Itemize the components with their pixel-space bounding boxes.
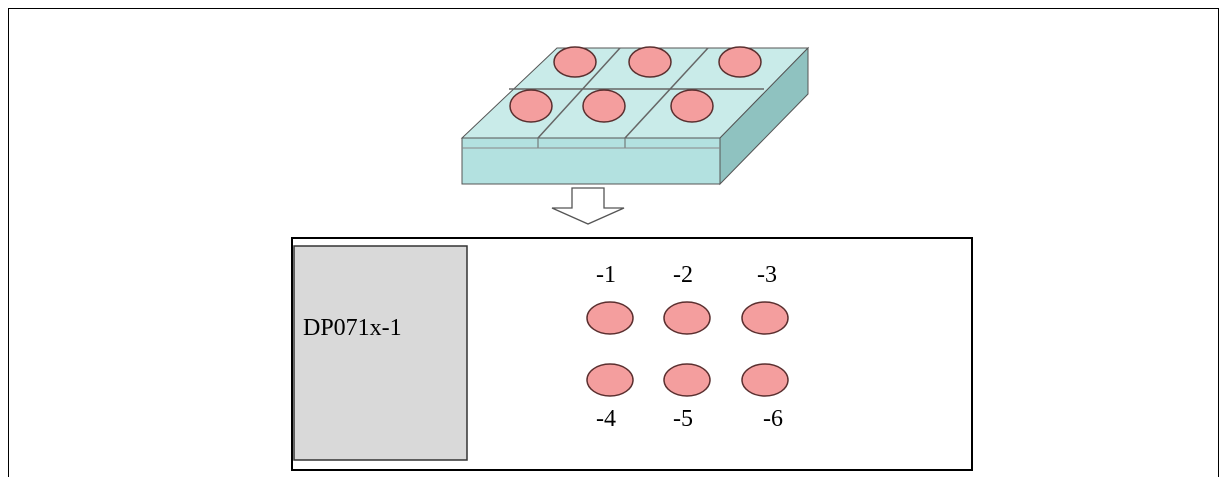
position-label-5: -5 bbox=[673, 406, 693, 432]
tray-divider-v2 bbox=[624, 47, 709, 139]
tray-well bbox=[553, 46, 597, 78]
tray-side-face bbox=[719, 46, 809, 186]
well bbox=[663, 301, 711, 335]
tray-well bbox=[670, 89, 714, 123]
position-label-6: -6 bbox=[763, 406, 783, 432]
label-box bbox=[293, 245, 468, 461]
tray-well bbox=[509, 89, 553, 123]
well bbox=[586, 363, 634, 397]
tray-divider-v1 bbox=[537, 47, 621, 139]
well bbox=[741, 301, 789, 335]
position-label-4: -4 bbox=[596, 406, 616, 432]
position-label-3: -3 bbox=[757, 262, 777, 288]
label-box-text: DP071x-1 bbox=[303, 315, 402, 341]
position-label-1: -1 bbox=[596, 262, 616, 288]
tray-front-face bbox=[461, 137, 721, 185]
well bbox=[741, 363, 789, 397]
tray-3d bbox=[460, 46, 810, 186]
down-arrow-icon bbox=[551, 187, 625, 225]
tray-well bbox=[718, 46, 762, 78]
well bbox=[663, 363, 711, 397]
figure-frame bbox=[8, 8, 1219, 477]
position-label-2: -2 bbox=[673, 262, 693, 288]
layout-panel: DP071x-1 -1 -2 -3 -4 -5 -6 bbox=[291, 237, 973, 471]
well bbox=[586, 301, 634, 335]
tray-well bbox=[582, 89, 626, 123]
tray-well bbox=[628, 46, 672, 78]
